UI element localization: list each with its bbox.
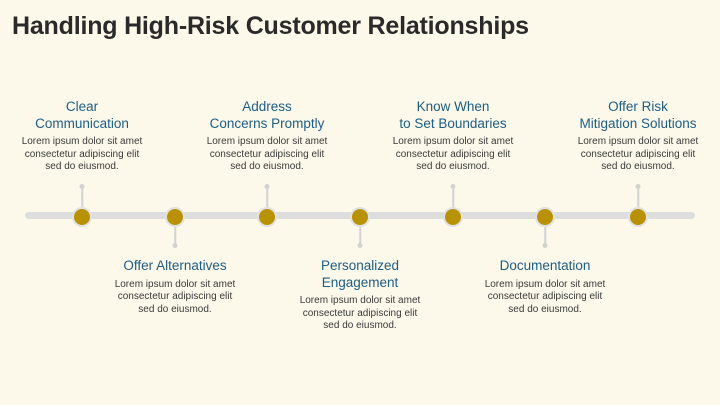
item-description-line: Lorem ipsum dolor sit amet (484, 278, 606, 290)
item-description-line: sed do eiusmod. (508, 303, 582, 315)
item-heading-line: Offer Alternatives (123, 258, 227, 273)
connector-5 (452, 188, 454, 208)
item-heading: Documentation (465, 258, 625, 275)
item-description-line: Lorem ipsum dolor sit amet (299, 295, 421, 306)
item-description-line: sed do eiusmod. (601, 161, 675, 172)
timeline-node-5 (443, 207, 463, 227)
item-description-line: Lorem ipsum dolor sit amet (577, 136, 699, 147)
timeline-item-2: Offer Alternatives Lorem ipsum dolor sit… (95, 258, 255, 316)
item-description-line: sed do eiusmod. (138, 303, 212, 315)
item-heading: Address Concerns Promptly (187, 99, 347, 132)
item-description: Lorem ipsum dolor sit amet consectetur a… (465, 279, 625, 317)
item-description-line: consectetur adipiscing elit (24, 148, 140, 160)
connector-dot-6 (542, 243, 548, 248)
item-heading-line: Address (242, 99, 292, 114)
connector-dot-4 (357, 243, 363, 248)
item-description-line: sed do eiusmod. (45, 161, 119, 172)
item-description-line: consectetur adipiscing elit (580, 148, 696, 160)
item-description-line: consectetur adipiscing elit (209, 148, 325, 160)
connector-2 (174, 225, 176, 245)
timeline-item-4: Personalized Engagement Lorem ipsum dolo… (280, 258, 440, 333)
item-description: Lorem ipsum dolor sit amet consectetur a… (373, 136, 533, 174)
item-heading: Personalized Engagement (280, 258, 440, 291)
item-description: Lorem ipsum dolor sit amet consectetur a… (280, 295, 440, 333)
timeline-item-6: Documentation Lorem ipsum dolor sit amet… (465, 258, 625, 316)
timeline-item-3: Address Concerns Promptly Lorem ipsum do… (187, 99, 347, 174)
item-heading-line: Know When (416, 99, 490, 114)
item-description-line: sed do eiusmod. (323, 320, 397, 331)
item-description-line: Lorem ipsum dolor sit amet (206, 136, 328, 147)
item-heading-line: Engagement (321, 274, 399, 290)
item-heading-line: Documentation (499, 258, 591, 273)
timeline-item-1: Clear Communication Lorem ipsum dolor si… (2, 99, 162, 174)
item-description-line: sed do eiusmod. (416, 161, 490, 172)
timeline-node-1 (72, 207, 92, 227)
item-description-line: Lorem ipsum dolor sit amet (114, 278, 236, 290)
item-heading-line: to Set Boundaries (399, 115, 507, 131)
item-description: Lorem ipsum dolor sit amet consectetur a… (2, 136, 162, 174)
item-description: Lorem ipsum dolor sit amet consectetur a… (187, 136, 347, 174)
timeline-node-6 (535, 207, 555, 227)
item-heading-line: Communication (35, 115, 129, 131)
connector-1 (81, 188, 83, 208)
item-heading: Know When to Set Boundaries (373, 99, 533, 132)
connector-dot-1 (79, 184, 85, 189)
item-description-line: consectetur adipiscing elit (117, 291, 233, 302)
timeline-node-2 (165, 207, 185, 227)
item-heading-line: Concerns Promptly (209, 115, 325, 131)
timeline-item-5: Know When to Set Boundaries Lorem ipsum … (373, 99, 533, 174)
item-description-line: Lorem ipsum dolor sit amet (392, 136, 514, 147)
timeline-item-7: Offer Risk Mitigation Solutions Lorem ip… (558, 99, 718, 174)
item-description-line: consectetur adipiscing elit (395, 148, 511, 160)
slide-title: Handling High-Risk Customer Relationship… (12, 12, 529, 40)
connector-4 (359, 225, 361, 245)
timeline-node-3 (257, 207, 277, 227)
item-heading: Offer Risk Mitigation Solutions (558, 99, 718, 132)
connector-7 (637, 188, 639, 208)
item-description: Lorem ipsum dolor sit amet consectetur a… (558, 136, 718, 174)
item-heading: Clear Communication (2, 99, 162, 132)
connector-dot-5 (450, 184, 456, 189)
item-heading: Offer Alternatives (95, 258, 255, 275)
connector-dot-7 (635, 184, 641, 189)
item-description-line: Lorem ipsum dolor sit amet (21, 136, 143, 147)
connector-dot-2 (172, 243, 178, 248)
timeline-node-7 (628, 207, 648, 227)
timeline-node-4 (350, 207, 370, 227)
item-heading-line: Personalized (320, 258, 400, 273)
item-description-line: consectetur adipiscing elit (302, 307, 418, 319)
item-description-line: consectetur adipiscing elit (487, 291, 603, 302)
connector-6 (544, 225, 546, 245)
item-description: Lorem ipsum dolor sit amet consectetur a… (95, 279, 255, 317)
connector-3 (266, 188, 268, 208)
item-description-line: sed do eiusmod. (230, 161, 304, 172)
item-heading-line: Mitigation Solutions (579, 115, 697, 131)
item-heading-line: Clear (65, 99, 99, 114)
connector-dot-3 (264, 184, 270, 189)
item-heading-line: Offer Risk (608, 99, 668, 114)
